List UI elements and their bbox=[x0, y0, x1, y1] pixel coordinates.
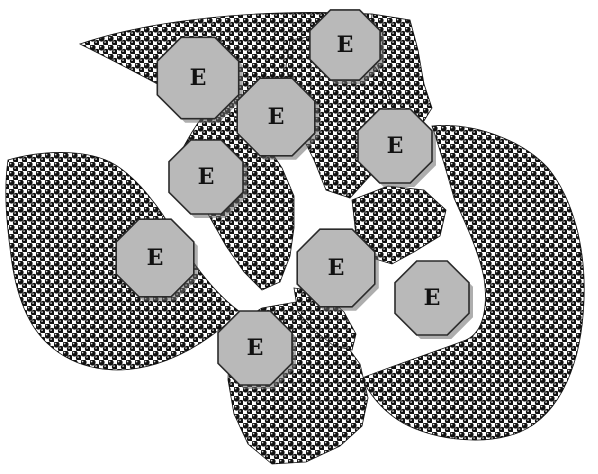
particle-e: E bbox=[395, 261, 473, 339]
particle-label: E bbox=[424, 285, 441, 311]
particle-label: E bbox=[387, 133, 404, 159]
particle-label: E bbox=[147, 245, 164, 271]
particle-label: E bbox=[247, 335, 264, 361]
particle-label: E bbox=[268, 104, 285, 130]
particle-label: E bbox=[337, 32, 354, 58]
particle-label: E bbox=[328, 255, 345, 281]
particle-label: E bbox=[198, 164, 215, 190]
particle-label: E bbox=[190, 65, 207, 91]
